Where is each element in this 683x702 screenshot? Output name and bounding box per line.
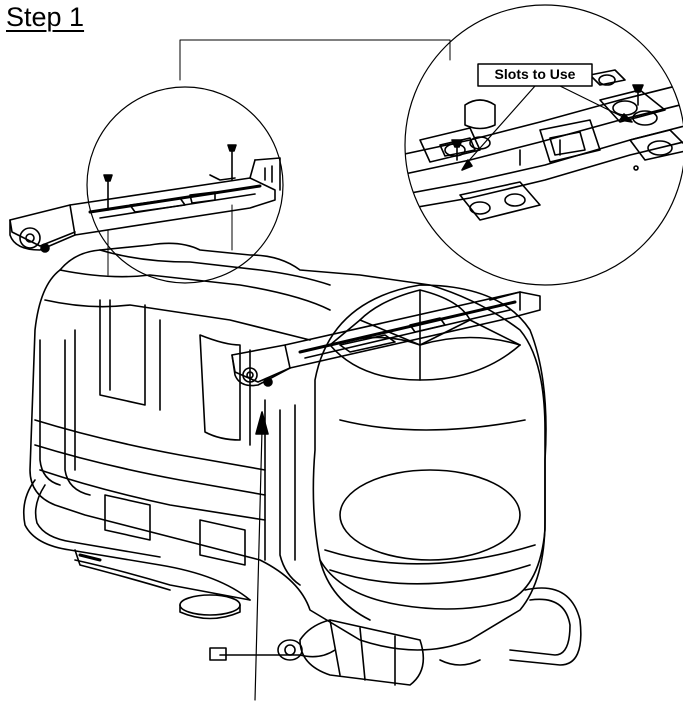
hoses (22, 479, 582, 686)
front-bracket (231, 291, 541, 387)
detail-circle-left (86, 86, 284, 284)
step-title: Step 1 (6, 2, 85, 32)
screw-left-1 (103, 174, 113, 276)
detail-leader-line (179, 39, 451, 81)
callout-box (477, 63, 593, 87)
screw-left-2 (227, 144, 237, 251)
tank-body (29, 242, 547, 651)
pointer-arrow (254, 411, 269, 701)
detail-circle-right (404, 4, 683, 286)
left-bracket (9, 157, 281, 253)
callout-label: Slots to Use (494, 66, 576, 82)
right-detail (404, 4, 683, 286)
